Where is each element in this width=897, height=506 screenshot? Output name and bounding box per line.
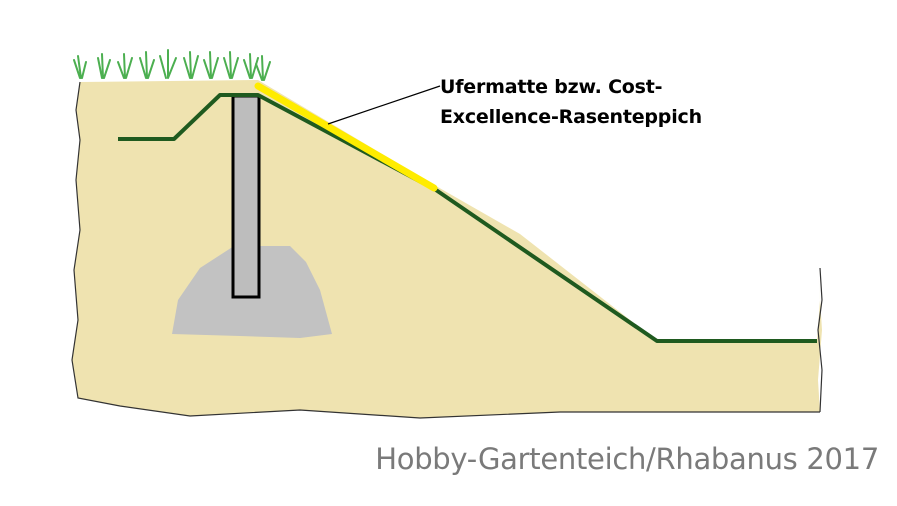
annotation-label-line2: Excellence-Rasenteppich	[440, 106, 702, 128]
bank-mat	[254, 82, 438, 192]
annotation-leader	[327, 85, 441, 125]
soil-left-edge	[71, 81, 820, 419]
grass-tuft-icon	[73, 49, 271, 81]
edge-post	[231, 94, 261, 299]
annotation-label-line1: Ufermatte bzw. Cost-	[440, 76, 663, 98]
credit-text: Hobby-Gartenteich/Rhabanus 2017	[375, 442, 879, 476]
pond-liner	[118, 93, 817, 343]
soil-right-edge	[817, 267, 823, 413]
